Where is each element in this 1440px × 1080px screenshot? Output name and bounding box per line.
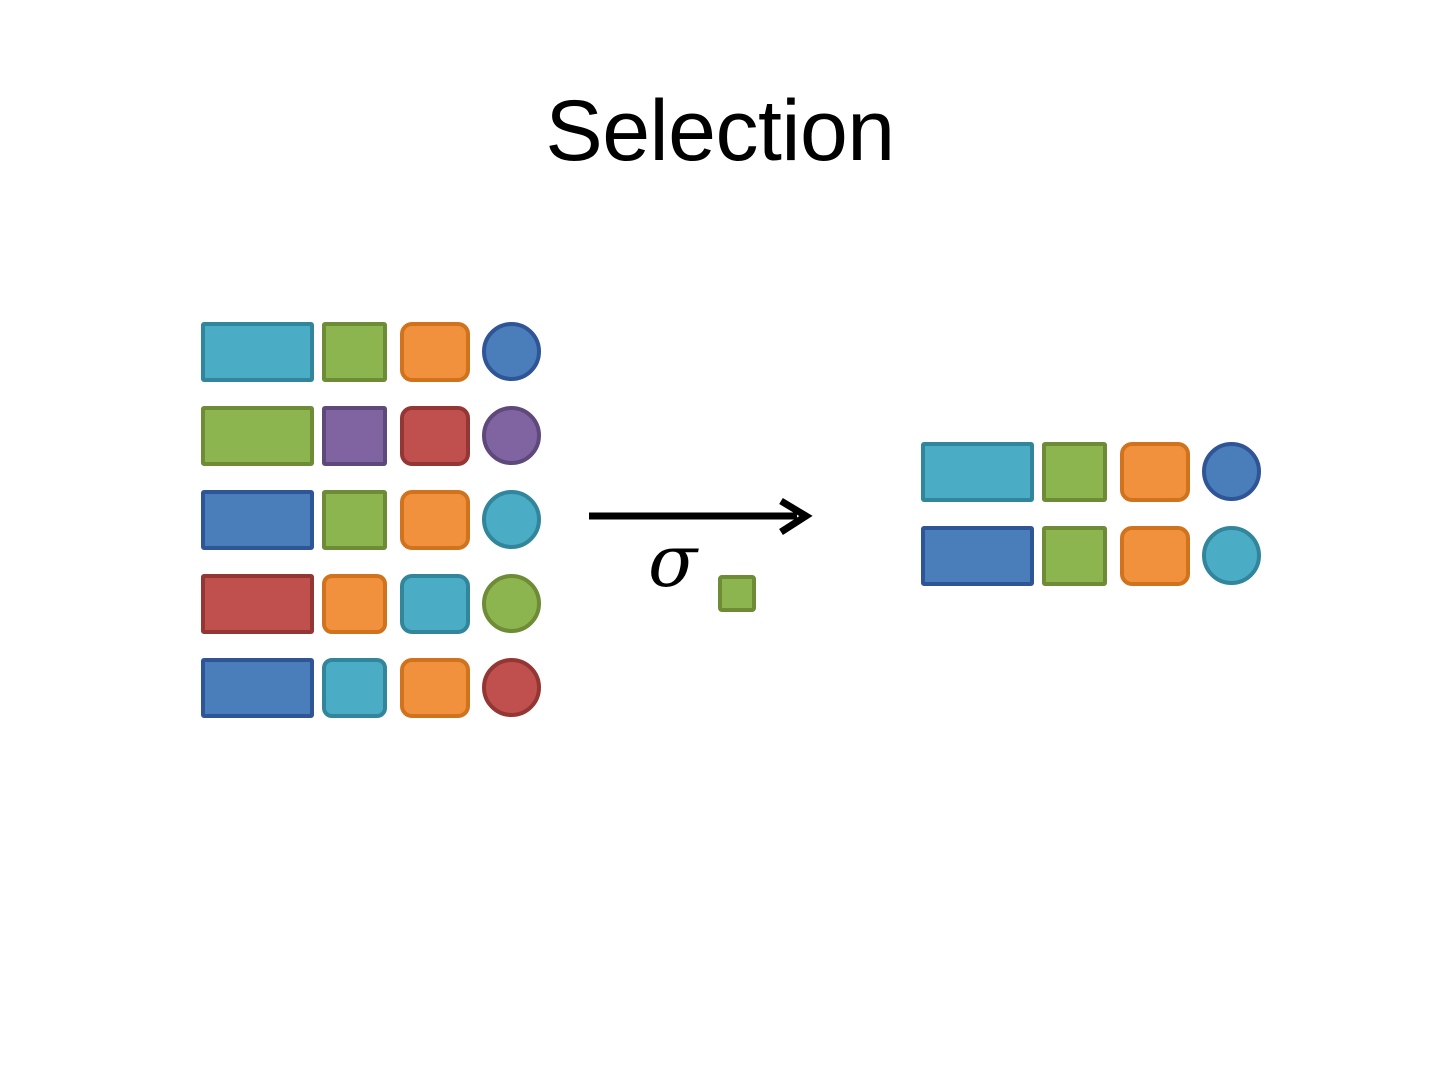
source-relation-table — [201, 322, 542, 722]
cell-orange-square-r — [322, 574, 387, 634]
selection-operator-label: σ — [648, 525, 768, 620]
cell-purple-circle — [482, 406, 541, 465]
cell-blue-wide — [201, 658, 314, 718]
cell-green-square — [322, 490, 387, 550]
cell-teal-wide — [921, 442, 1034, 502]
cell-blue-wide — [921, 526, 1034, 586]
cell-teal-rounded — [400, 574, 470, 634]
cell-green-circle — [482, 574, 541, 633]
cell-purple-square — [322, 406, 387, 466]
cell-green-square — [322, 322, 387, 382]
rightwards-arrow-icon — [585, 495, 815, 539]
cell-green-square — [1042, 526, 1107, 586]
cell-orange-rounded — [400, 658, 470, 718]
cell-green-wide — [201, 406, 314, 466]
cell-blue-circle — [1202, 442, 1261, 501]
cell-teal-circle — [1202, 526, 1261, 585]
page-title: Selection — [545, 83, 895, 179]
cell-green-square — [1042, 442, 1107, 502]
cell-red-wide — [201, 574, 314, 634]
cell-teal-wide — [201, 322, 314, 382]
cell-blue-circle — [482, 322, 541, 381]
cell-red-circle — [482, 658, 541, 717]
predicate-color-swatch — [718, 575, 756, 612]
cell-orange-rounded — [1120, 526, 1190, 586]
cell-orange-rounded — [400, 490, 470, 550]
cell-orange-rounded — [400, 322, 470, 382]
cell-orange-rounded — [1120, 442, 1190, 502]
cell-teal-circle — [482, 490, 541, 549]
cell-red-rounded — [400, 406, 470, 466]
cell-teal-square-r — [322, 658, 387, 718]
result-relation-table — [921, 442, 1262, 586]
sigma-icon: σ — [648, 519, 698, 603]
cell-blue-wide — [201, 490, 314, 550]
